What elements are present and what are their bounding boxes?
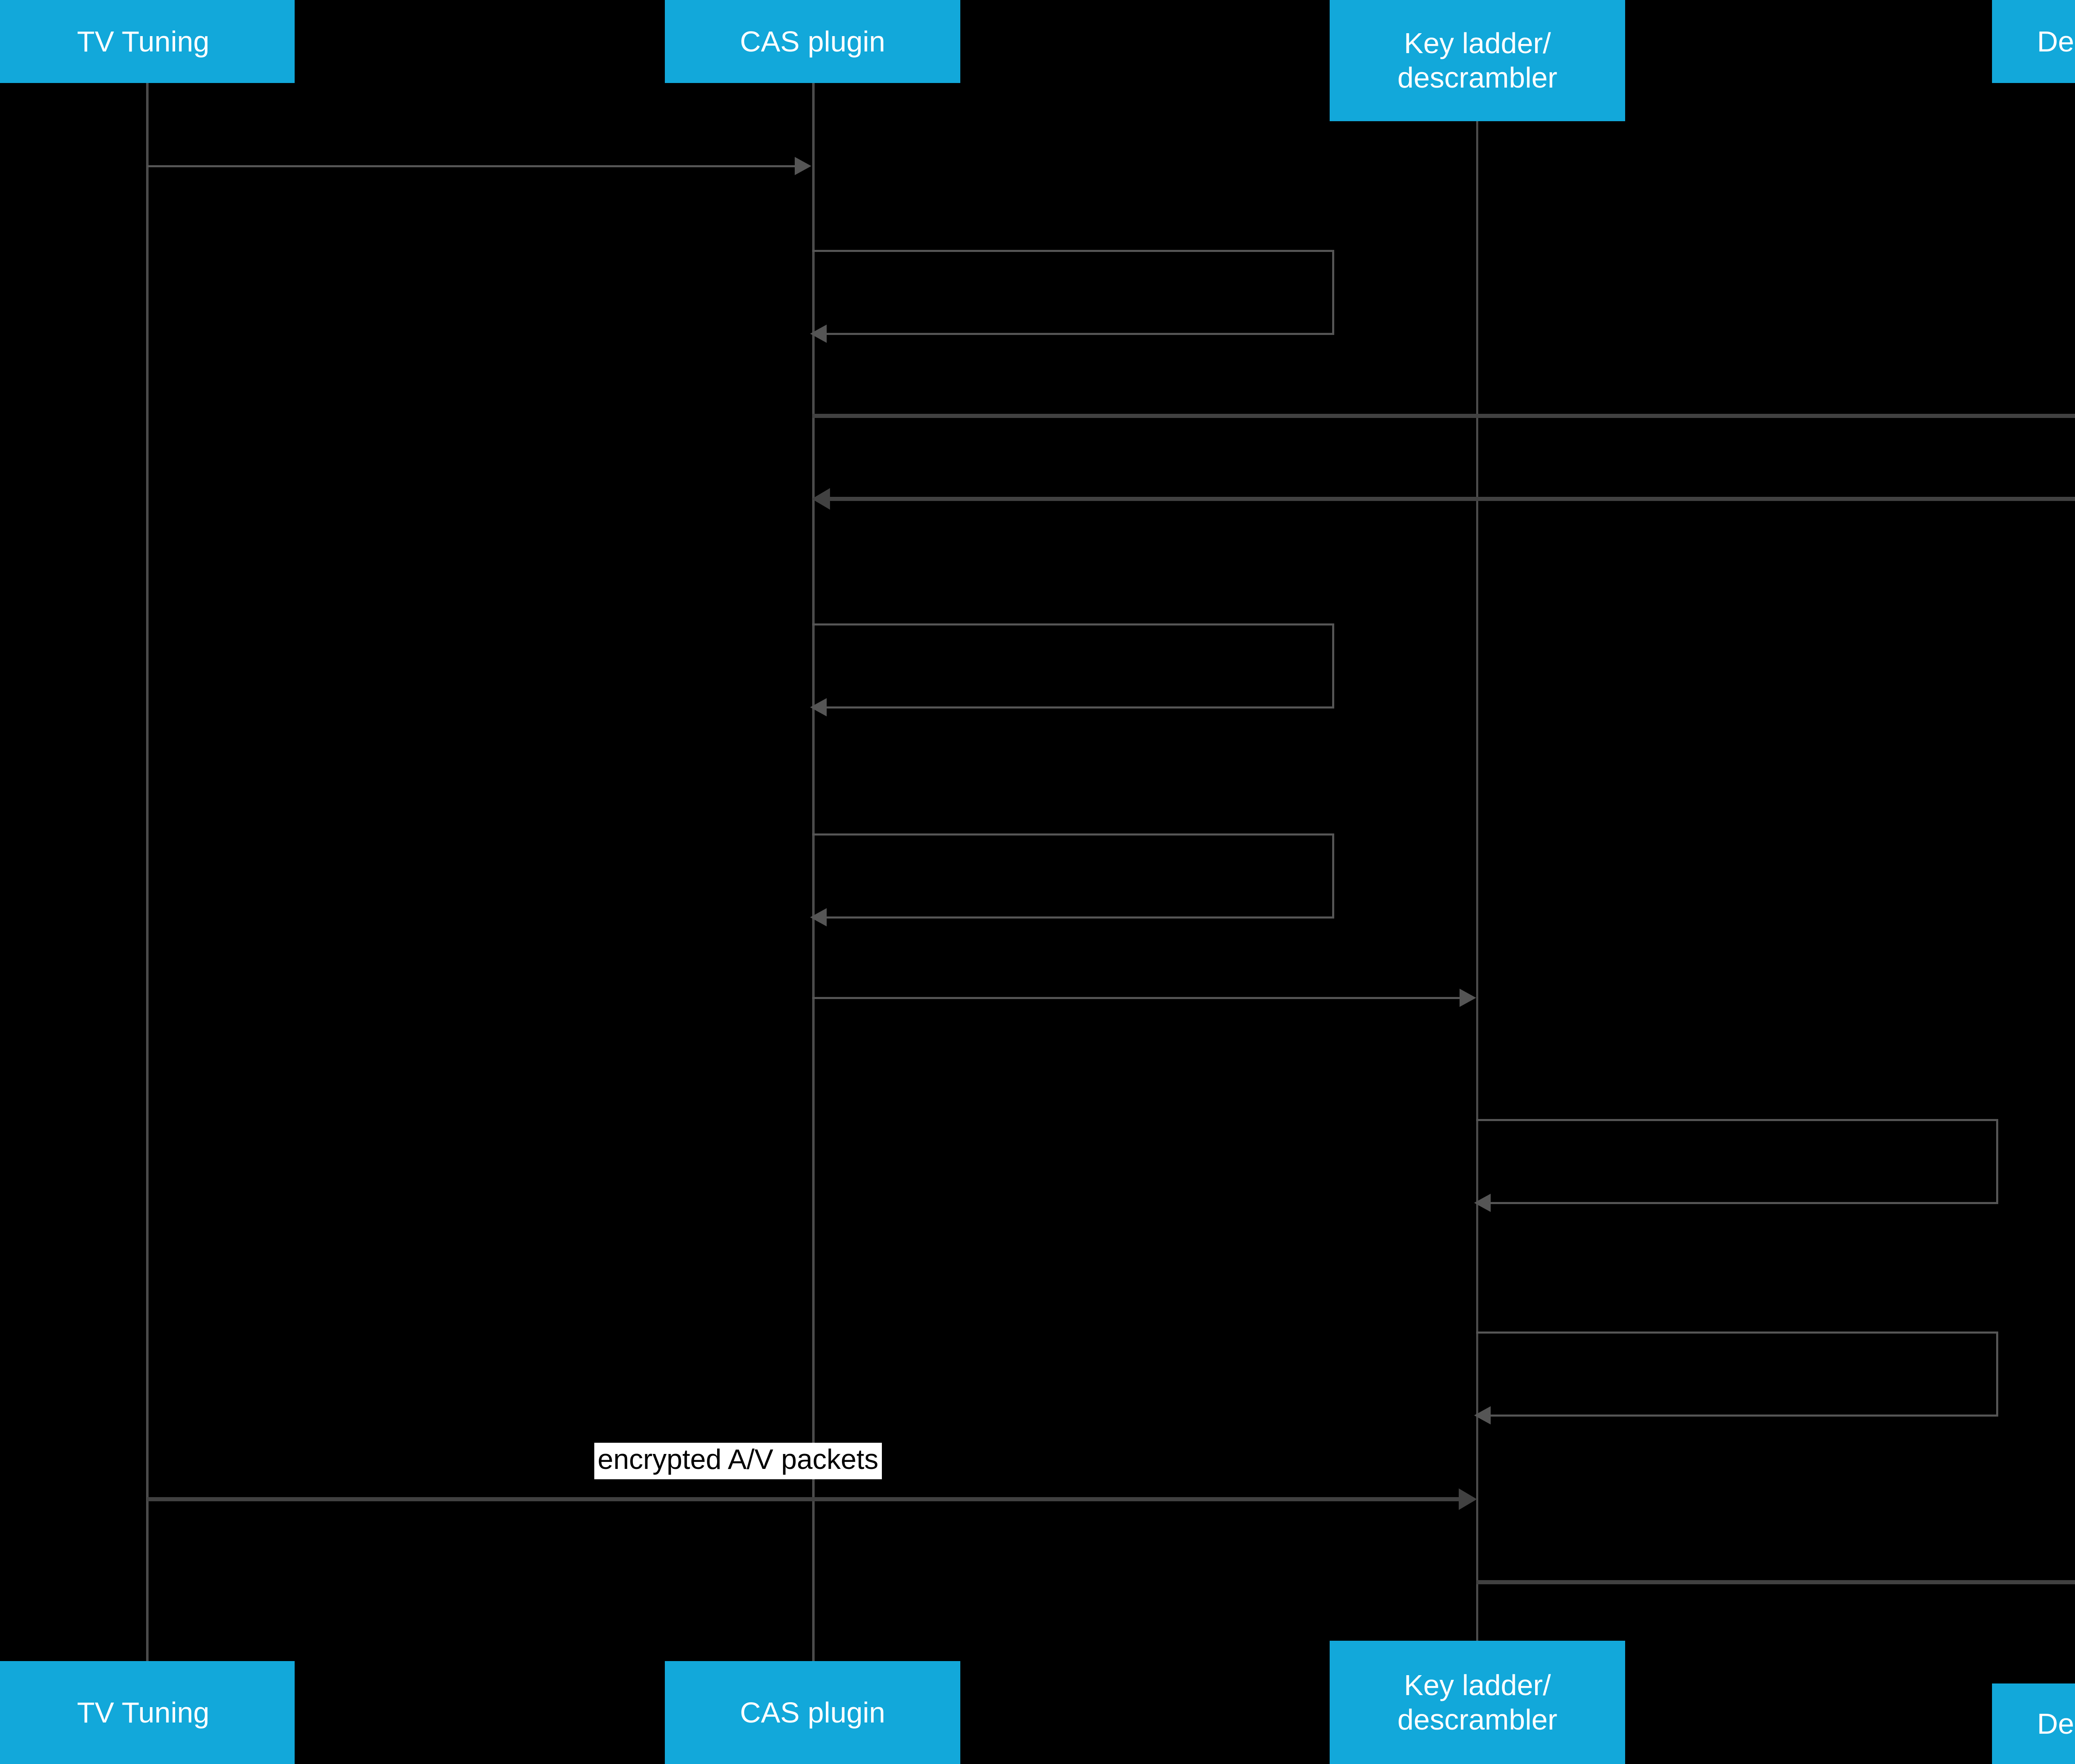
message-label-m1 [158,125,164,133]
self-message-top-m9 [1476,1332,1998,1334]
message-label-m2 [826,212,832,220]
arrowhead-left-m6 [810,908,827,926]
self-message-top-m8 [1476,1119,1998,1121]
arrowhead-left-m9 [1474,1406,1491,1424]
arrowhead-left-m4 [812,488,830,510]
participant-box-tv-tuning-top[interactable]: TV Tuning [0,0,295,83]
self-message-bottom-m8 [1490,1202,1998,1204]
participant-box-decode-display-top[interactable]: Decode, display [1992,0,2075,83]
message-arrow-cas-plugin-to-ca-headend[interactable] [812,414,2075,418]
message-label-m9 [1490,1293,1496,1302]
arrowhead-right-m1 [795,157,811,175]
self-message-right-m6 [1332,833,1334,918]
message-arrow-cas-plugin-to-key-ladder[interactable] [812,997,1460,999]
self-message-right-m2 [1332,250,1334,335]
self-message-top-m2 [812,250,1334,252]
self-message-bottom-m5 [826,706,1334,709]
message-arrow-tv-tuning-to-key-ladder[interactable] [147,1497,1459,1501]
message-label-encrypted-av-packets: encrypted A/V packets [594,1443,882,1479]
arrowhead-left-m8 [1474,1194,1491,1212]
lifeline-tv-tuning [146,83,149,1661]
participant-box-cas-plugin-bottom[interactable]: CAS plugin [665,1661,960,1764]
self-message-top-m6 [812,833,1334,836]
self-message-right-m8 [1996,1119,1998,1204]
arrowhead-left-m5 [810,698,827,716]
message-arrow-tv-tuning-to-cas-plugin[interactable] [147,165,795,167]
participant-box-decode-display-bottom[interactable]: Decode, display [1992,1683,2075,1764]
message-arrow-ca-headend-to-cas-plugin[interactable] [830,497,2075,501]
self-message-bottom-m6 [826,916,1334,919]
message-label-m11 [1490,1540,1496,1548]
self-message-bottom-m9 [1490,1415,1998,1417]
participant-box-tv-tuning-bottom[interactable]: TV Tuning [0,1661,295,1764]
message-label-m8 [1490,1081,1496,1089]
participant-box-cas-plugin-top[interactable]: CAS plugin [665,0,960,83]
message-label-m6 [826,795,832,804]
self-message-right-m9 [1996,1332,1998,1416]
lifeline-key-ladder [1476,121,1478,1641]
arrowhead-right-m10 [1459,1488,1477,1510]
message-label-m4 [847,457,853,465]
message-arrow-key-ladder-to-decode-display[interactable] [1476,1580,2075,1584]
message-label-m3 [826,374,832,382]
arrowhead-right-m7 [1460,989,1476,1007]
message-label-m7 [826,957,832,965]
message-label-m5 [826,585,832,594]
self-message-right-m5 [1332,623,1334,708]
lifeline-cas-plugin [812,83,815,1661]
participant-box-key-ladder-bottom[interactable]: Key ladder/ descrambler [1330,1641,1625,1764]
participant-box-key-ladder-top[interactable]: Key ladder/ descrambler [1330,0,1625,121]
self-message-top-m5 [812,623,1334,625]
self-message-bottom-m2 [826,333,1334,335]
arrowhead-left-m2 [810,325,827,343]
